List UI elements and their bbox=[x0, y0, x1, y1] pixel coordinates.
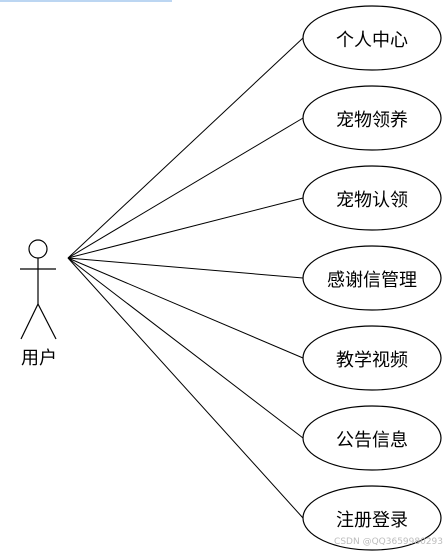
association-line bbox=[67, 197, 304, 259]
use-case-label: 教学视频 bbox=[336, 350, 408, 371]
association-line bbox=[67, 117, 304, 259]
association-line bbox=[67, 257, 304, 519]
association-line bbox=[67, 257, 304, 359]
actor-label: 用户 bbox=[21, 348, 57, 369]
use-case-label: 个人中心 bbox=[336, 30, 408, 51]
use-case-ellipse bbox=[302, 325, 442, 391]
use-case-ellipse bbox=[302, 85, 442, 151]
stick-figure-icon bbox=[20, 239, 57, 340]
use-case-label: 宠物领养 bbox=[336, 110, 408, 131]
association-line bbox=[67, 37, 304, 259]
use-case-ellipse bbox=[302, 245, 442, 311]
use-case-label: 感谢信管理 bbox=[327, 270, 417, 291]
use-case-ellipse bbox=[302, 165, 442, 231]
use-case-ellipse bbox=[302, 405, 442, 471]
association-line bbox=[67, 257, 304, 439]
use-case-ellipse bbox=[302, 485, 442, 551]
use-case-label: 宠物认领 bbox=[336, 190, 408, 211]
selection-bar bbox=[0, 0, 172, 2]
use-case-label: 注册登录 bbox=[336, 510, 408, 531]
watermark: CSDN @QQ3659980293 bbox=[334, 537, 443, 547]
association-line bbox=[67, 257, 304, 279]
use-case-label: 公告信息 bbox=[336, 430, 408, 451]
use-case-ellipse bbox=[302, 5, 442, 71]
